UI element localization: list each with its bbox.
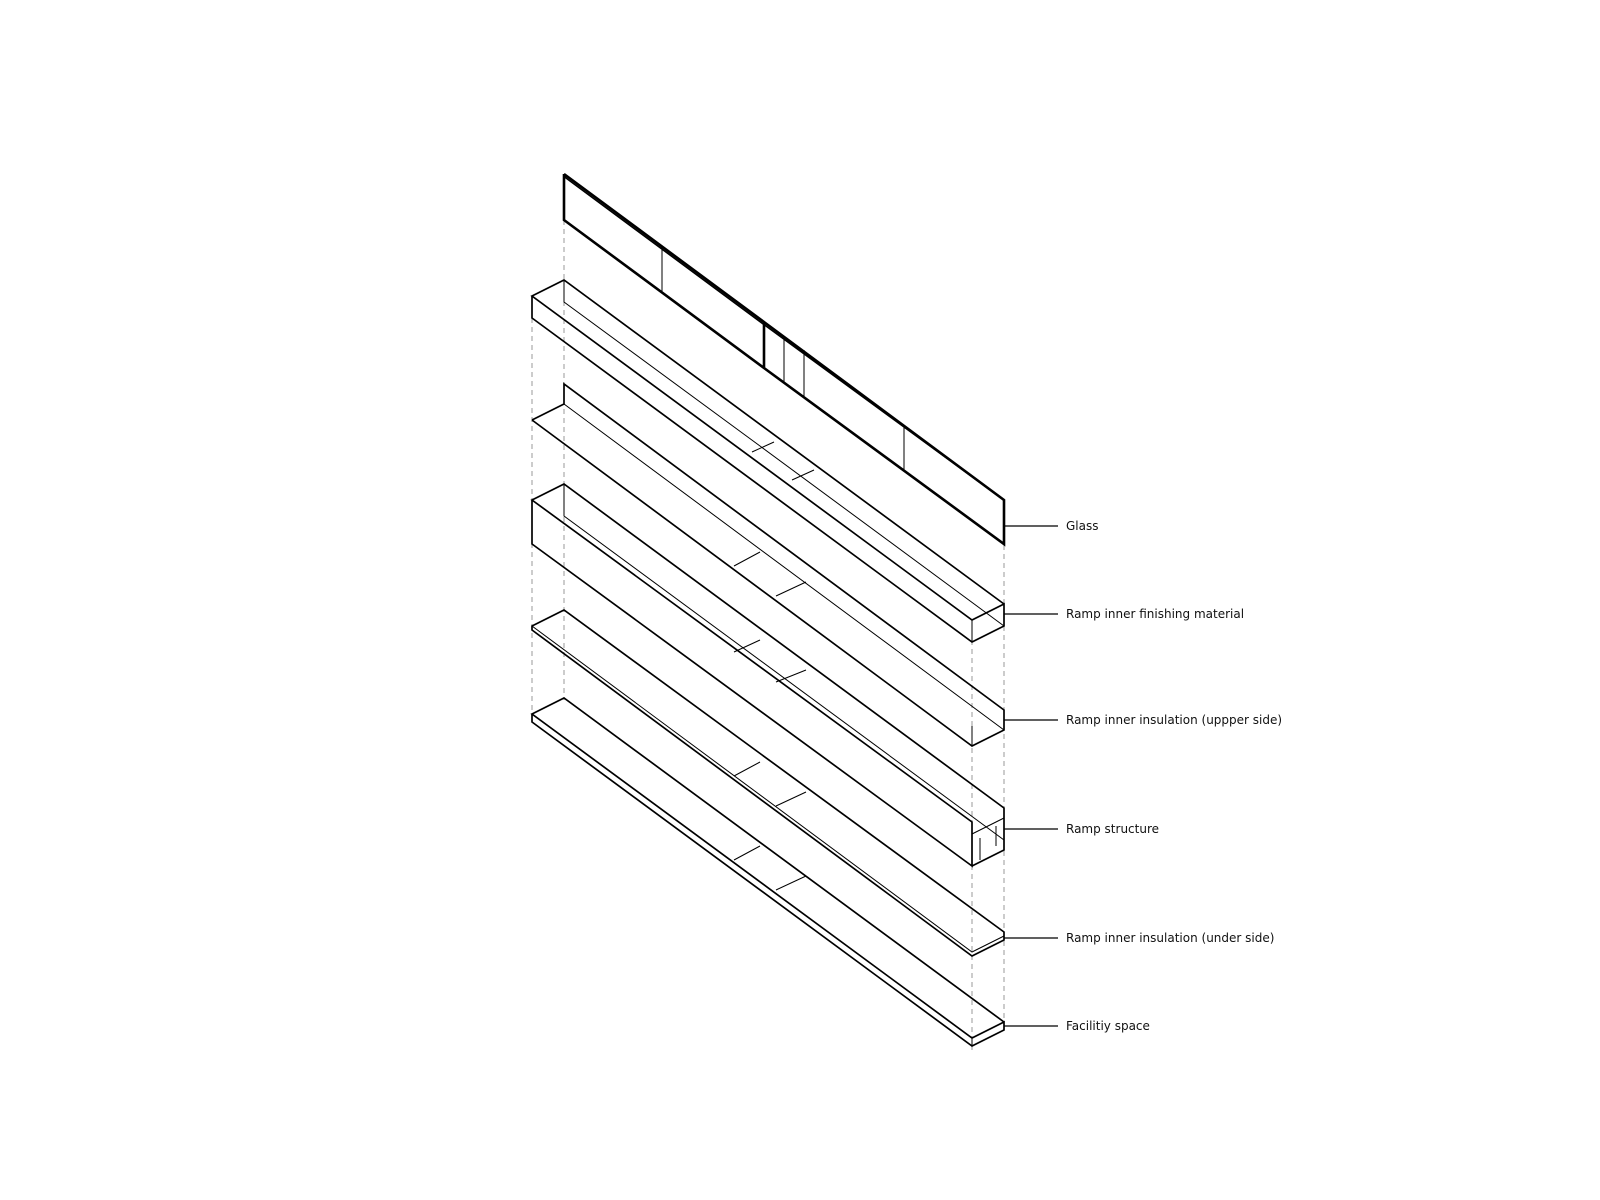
insulation-upper-joints: [733, 551, 807, 597]
leader-lines: [1004, 525, 1058, 1027]
facility-joints: [733, 845, 807, 891]
structure-joints: [733, 639, 807, 683]
label-glass: Glass: [1066, 519, 1099, 533]
label-insulation-under: Ramp inner insulation (under side): [1066, 931, 1274, 945]
label-insulation-upper: Ramp inner insulation (uppper side): [1066, 713, 1282, 727]
structure-outer: [530, 483, 1005, 868]
insulation-under-joints: [733, 761, 807, 807]
label-finishing: Ramp inner finishing material: [1066, 607, 1244, 621]
glass-top-edge: [563, 173, 1005, 501]
finishing-joints: [751, 441, 815, 481]
layer-insulation-under: [531, 609, 1005, 957]
glass-mullions: [661, 246, 905, 472]
structure-web: [563, 484, 1005, 860]
insulation-under-outline: [531, 609, 1005, 957]
insulation-under-inner: [531, 625, 1005, 953]
finishing-outline: [530, 279, 1005, 643]
layer-facility: [530, 697, 1005, 1047]
label-facility: Facilitiy space: [1066, 1019, 1150, 1033]
layer-insulation-upper: [531, 382, 1005, 747]
layer-finishing: [530, 279, 1005, 643]
layer-glass: [562, 172, 1006, 547]
finishing-back-wall: [563, 280, 1005, 642]
facility-outline: [530, 697, 1005, 1047]
insulation-upper-inner: [563, 403, 1005, 746]
label-structure: Ramp structure: [1066, 822, 1159, 836]
layer-structure: [530, 483, 1005, 868]
layer-labels: Glass Ramp inner finishing material Ramp…: [1066, 519, 1282, 1033]
insulation-upper-outline: [531, 382, 1005, 747]
